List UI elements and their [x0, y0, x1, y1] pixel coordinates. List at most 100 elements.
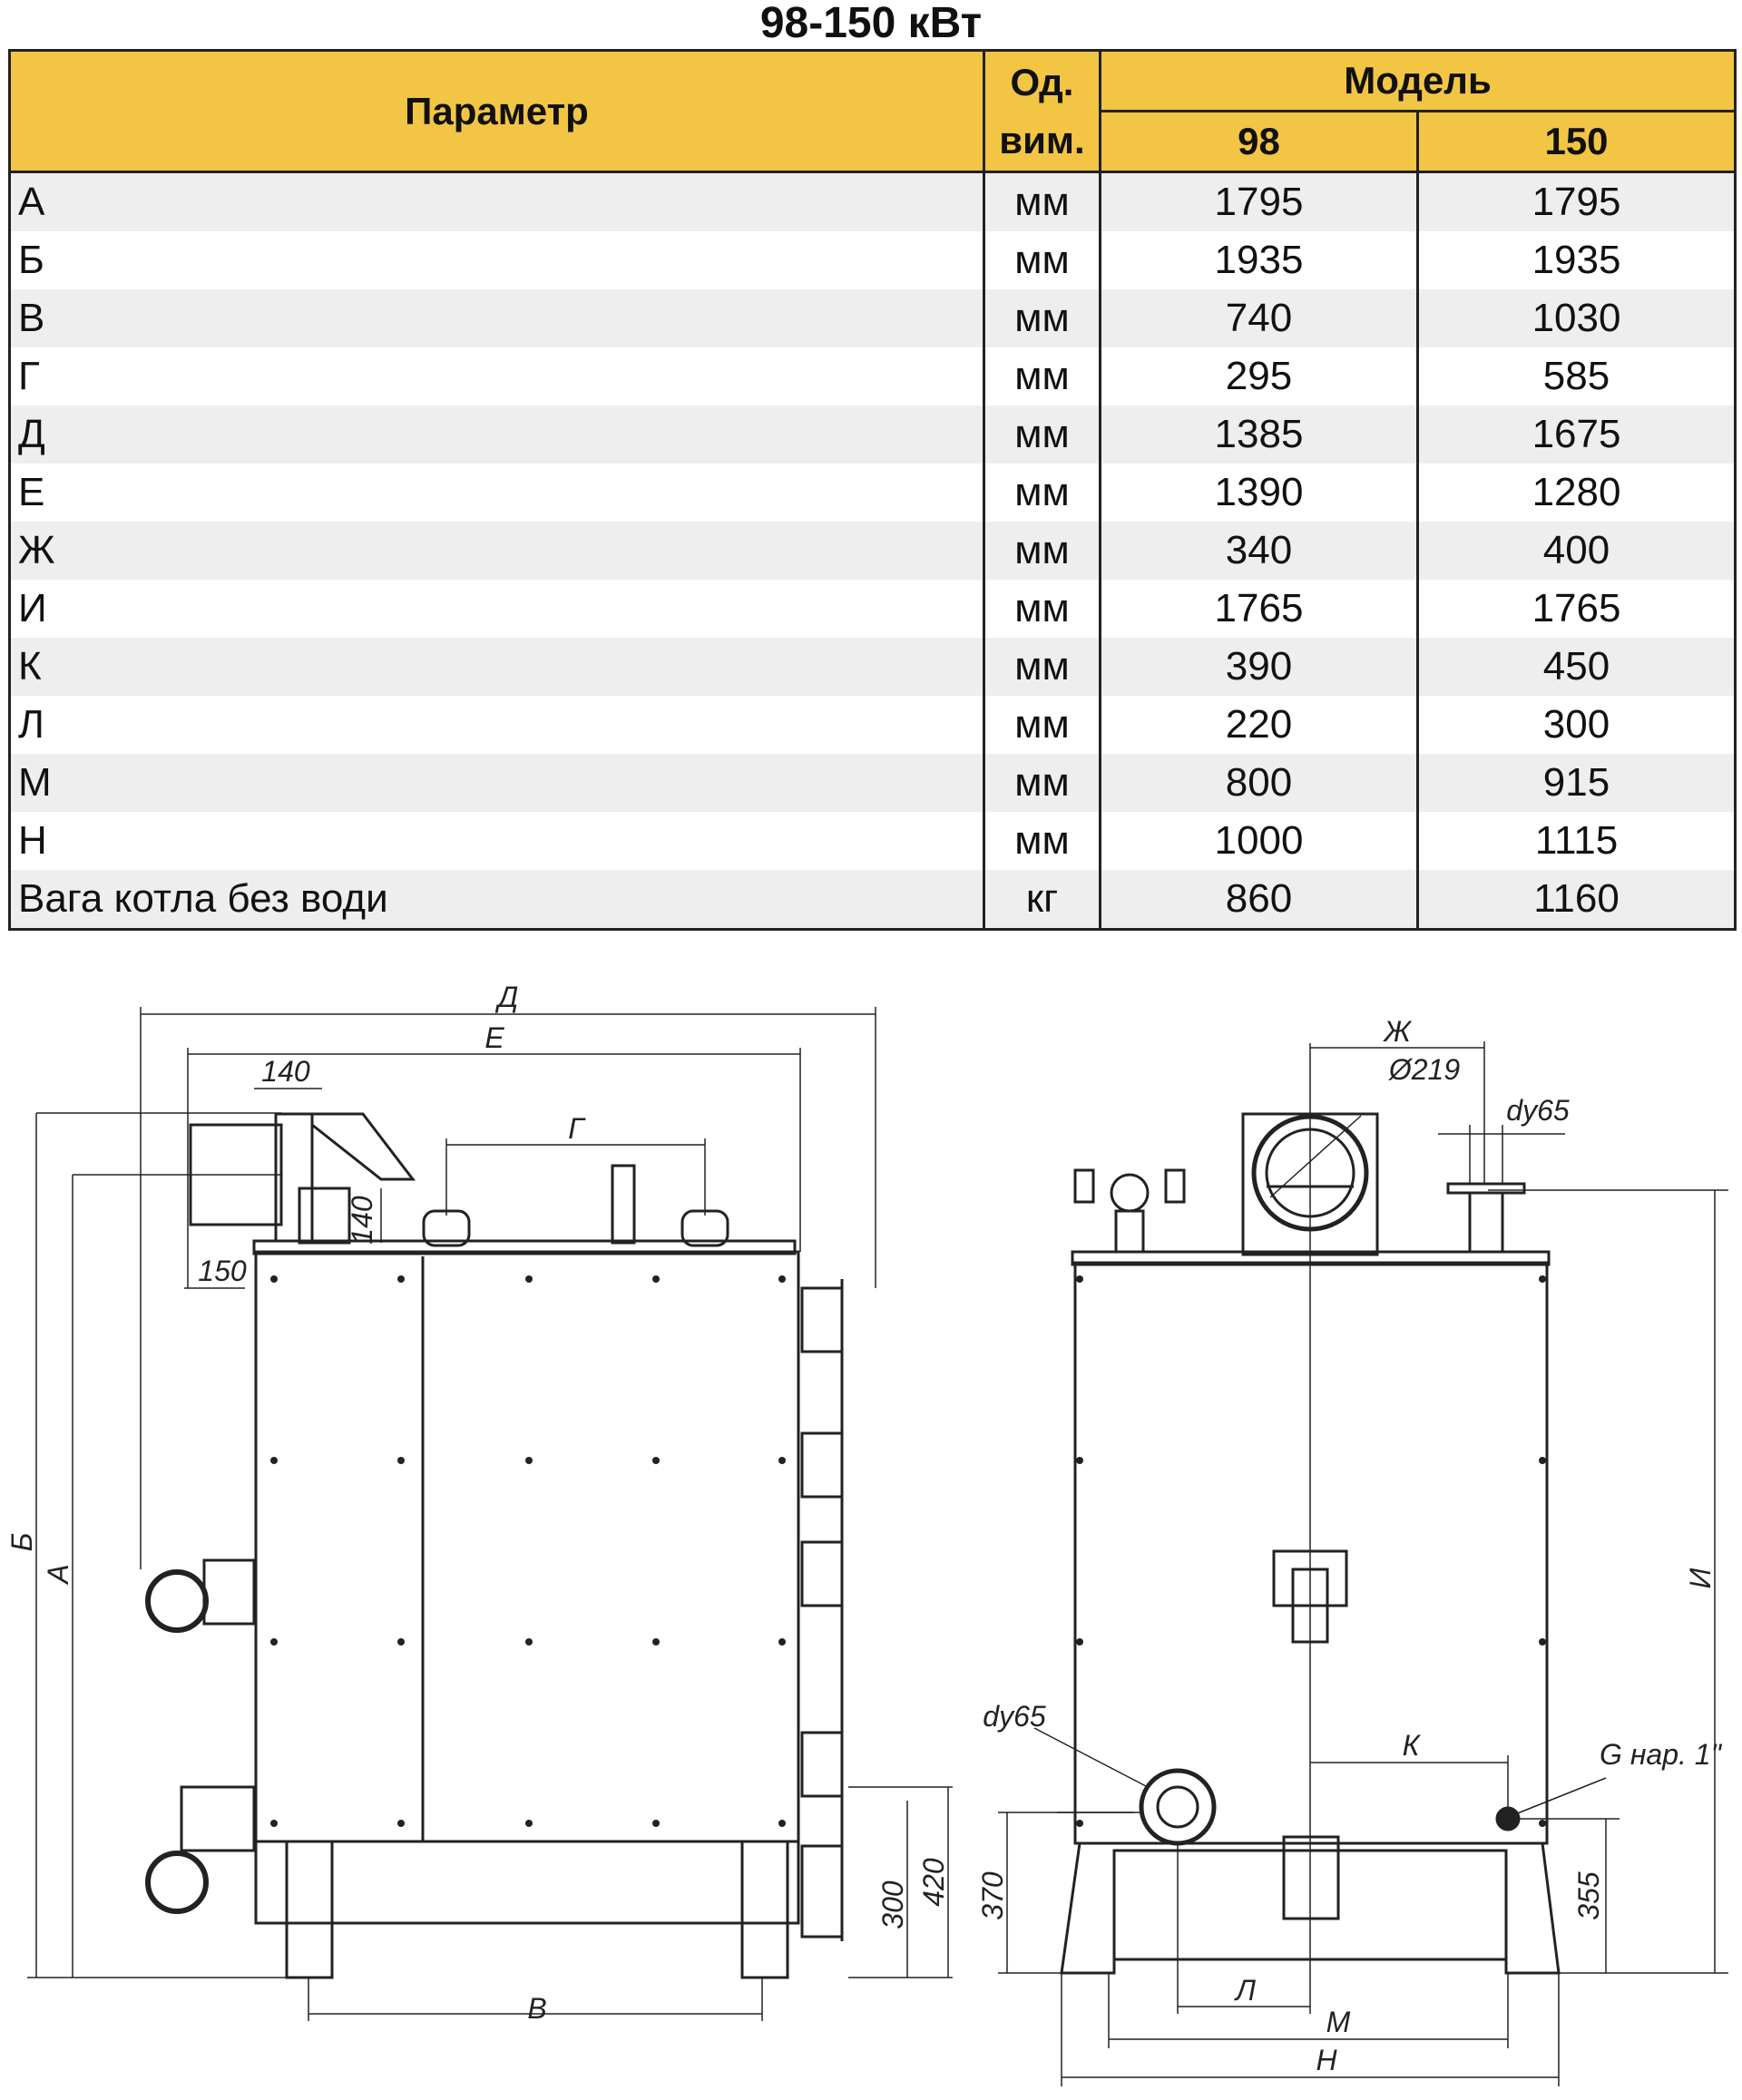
cell-param: И — [8, 580, 985, 638]
cell-v98: 390 — [1099, 638, 1419, 696]
dim-label-370: 370 — [976, 1871, 1009, 1920]
cell-v150: 1675 — [1415, 405, 1737, 464]
dim-label-i: И — [1684, 1568, 1717, 1588]
side-pipe-lower-flange — [180, 1785, 256, 1852]
header-param: Параметр — [8, 49, 985, 173]
dim-label-d219: Ø219 — [1388, 1053, 1460, 1086]
cell-unit: мм — [983, 347, 1101, 405]
cell-v150: 1115 — [1415, 812, 1737, 870]
dim-label-140-top: 140 — [261, 1055, 310, 1088]
cell-unit: мм — [983, 522, 1101, 580]
side-top-plate — [252, 1239, 797, 1255]
cell-v150: 1280 — [1415, 464, 1737, 522]
side-thermometer — [611, 1164, 636, 1245]
header-model: Модель — [1098, 49, 1737, 112]
dim-label-420: 420 — [917, 1858, 950, 1907]
cell-v150: 300 — [1415, 696, 1737, 754]
boiler-drawings: Д Е Г 140 140 150 Б А В 300 420 Ж Ø219 d… — [5, 981, 1728, 2086]
cell-param: Д — [8, 405, 985, 464]
dim-label-v: В — [527, 1992, 546, 2025]
cell-v98: 1385 — [1099, 405, 1419, 464]
header-model-98: 98 — [1099, 110, 1419, 173]
header-unit-line1: Од. — [1010, 60, 1074, 103]
side-leg-left — [285, 1840, 334, 1979]
cell-unit: мм — [983, 580, 1101, 638]
side-pipe-upper — [145, 1569, 209, 1633]
cell-v98: 800 — [1099, 754, 1419, 812]
side-hinge-2 — [800, 1431, 844, 1499]
cell-v98: 340 — [1099, 522, 1419, 580]
cell-param: Е — [8, 464, 985, 522]
cell-v98: 295 — [1099, 347, 1419, 405]
dim-label-n: Н — [1316, 2044, 1337, 2076]
cell-v150: 1160 — [1415, 870, 1737, 931]
cell-v98: 1000 — [1099, 812, 1419, 870]
cell-v150: 1030 — [1415, 289, 1737, 347]
dim-label-d: Д — [495, 981, 519, 1013]
side-pipe-lower — [145, 1851, 209, 1914]
dim-label-150: 150 — [198, 1255, 247, 1287]
header-unit: Од. вим. — [983, 49, 1101, 173]
dim-label-140-side: 140 — [346, 1196, 378, 1245]
dim-label-dy65-top: dy65 — [1506, 1094, 1570, 1127]
dim-label-a: А — [42, 1564, 74, 1585]
side-hinge-4 — [800, 1731, 844, 1798]
cell-unit: мм — [983, 171, 1101, 231]
cell-v98: 740 — [1099, 289, 1419, 347]
cell-v150: 915 — [1415, 754, 1737, 812]
cell-v150: 585 — [1415, 347, 1737, 405]
cell-param: Б — [8, 231, 985, 289]
dim-label-e: Е — [484, 1021, 504, 1054]
side-hinge-5 — [800, 1844, 844, 1939]
side-base — [254, 1840, 800, 1925]
cell-v150: 1765 — [1415, 580, 1737, 638]
dim-label-g: Г — [568, 1112, 586, 1145]
dim-label-l: Л — [1234, 1974, 1256, 2007]
cell-unit: мм — [983, 231, 1101, 289]
dim-label-300: 300 — [876, 1880, 909, 1929]
cell-v98: 1765 — [1099, 580, 1419, 638]
dim-label-m: М — [1326, 2006, 1351, 2038]
page-title: 98-150 кВт — [759, 0, 983, 47]
side-pipe-upper-flange — [202, 1558, 256, 1626]
cell-v150: 450 — [1415, 638, 1737, 696]
cell-unit: мм — [983, 289, 1101, 347]
cell-param: В — [8, 289, 985, 347]
side-flue-box — [298, 1187, 351, 1245]
side-leg-right — [740, 1840, 789, 1979]
dim-label-k: К — [1403, 1729, 1422, 1762]
front-nozzle — [1468, 1191, 1504, 1254]
side-hinge-3 — [800, 1540, 844, 1607]
front-body — [1073, 1261, 1549, 1845]
header-model-150: 150 — [1415, 110, 1737, 173]
cell-param: А — [8, 171, 985, 231]
cell-v150: 1795 — [1415, 171, 1737, 231]
cell-v150: 1935 — [1415, 231, 1737, 289]
cell-v98: 1935 — [1099, 231, 1419, 289]
side-flue-flange — [274, 1112, 314, 1243]
cell-param: Л — [8, 696, 985, 754]
dim-label-355: 355 — [1572, 1871, 1605, 1920]
front-bottom-handle — [1282, 1835, 1340, 1920]
cell-v98: 1390 — [1099, 464, 1419, 522]
cell-v98: 220 — [1099, 696, 1419, 754]
header-unit-line2: вим. — [999, 118, 1085, 161]
cell-param: Н — [8, 812, 985, 870]
cell-unit: мм — [983, 638, 1101, 696]
cell-unit: кг — [983, 870, 1101, 931]
side-body — [254, 1250, 800, 1843]
side-hinge-1 — [800, 1286, 844, 1353]
cell-unit: мм — [983, 696, 1101, 754]
dim-label-dy65-bottom: dy65 — [983, 1700, 1046, 1733]
